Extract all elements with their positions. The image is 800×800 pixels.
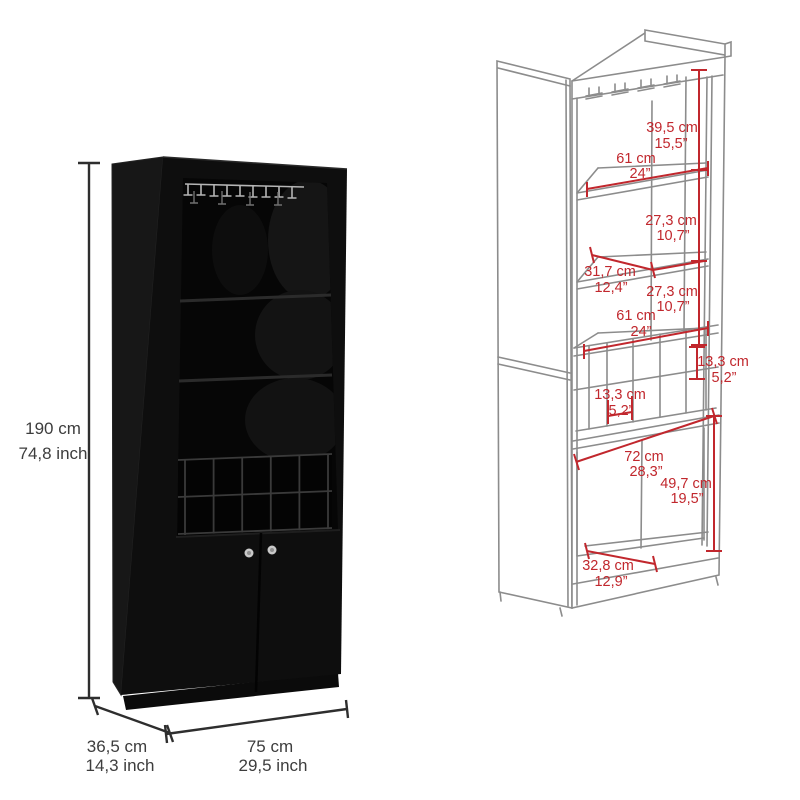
depth-label-inch: 14,3 inch xyxy=(86,756,155,775)
wireframe-lower-cabinet xyxy=(499,414,720,617)
shelf-depth-inch: 12,4” xyxy=(594,280,627,296)
third-section-height-inch: 10,7” xyxy=(656,299,689,315)
cabinet-top-edge xyxy=(162,156,348,170)
lower-cabinet-depth-cm: 32,8 cm xyxy=(582,558,634,574)
black-cabinet-illustration xyxy=(111,156,348,710)
wireframe-cabinet-diagram xyxy=(496,29,732,617)
lower-shelf-width-inch: 24” xyxy=(631,324,652,340)
overall-dimension-lines xyxy=(78,161,350,744)
lower-cabinet-depth-inch: 12,9” xyxy=(594,574,627,590)
wireframe-cubby-shelf xyxy=(573,324,719,357)
top-section-height-inch: 15,5” xyxy=(654,136,687,152)
shelf-depth-cm: 31,7 cm xyxy=(584,264,636,280)
cubby-height-inch: 5,2” xyxy=(712,370,737,386)
upper-shelf-width-cm: 61 cm xyxy=(616,151,656,167)
top-section-height-cm: 39,5 cm xyxy=(646,120,698,136)
stemware-rack xyxy=(183,183,305,206)
lower-cabinet-width-inch: 28,3” xyxy=(629,464,662,480)
cubby-width-inch: 5,2” xyxy=(609,403,634,419)
third-section-height-cm: 27,3 cm xyxy=(646,284,698,300)
second-section-height-inch: 10,7” xyxy=(656,228,689,244)
cubby-width-cm: 13,3 cm xyxy=(594,387,646,403)
wine-cubby-grid xyxy=(177,453,333,536)
internal-dimension-labels: 39,5 cm 15,5” 61 cm 24” 27,3 cm 10,7” 31… xyxy=(582,120,749,590)
lower-cabinet-height-inch: 19,5” xyxy=(670,491,703,507)
height-label-inch: 74,8 inch xyxy=(19,444,88,463)
wireframe-side-panel xyxy=(496,59,573,609)
lower-cabinet-height-cm: 49,7 cm xyxy=(660,476,712,492)
wireframe-gallery-rail xyxy=(644,29,726,56)
lower-cabinet-width-cm: 72 cm xyxy=(624,449,664,465)
height-label-cm: 190 cm xyxy=(25,419,81,438)
wireframe-stemware-rack xyxy=(585,74,681,100)
wireframe-shelf-upper xyxy=(576,162,709,201)
width-label-cm: 75 cm xyxy=(247,737,293,756)
second-section-height-cm: 27,3 cm xyxy=(645,213,697,229)
cubby-height-cm: 13,3 cm xyxy=(697,354,749,370)
lower-shelf-width-cm: 61 cm xyxy=(616,308,656,324)
upper-shelf-width-inch: 24” xyxy=(630,166,651,182)
door-gap xyxy=(254,532,263,693)
internal-dimension-lines xyxy=(573,69,722,573)
overall-dimension-labels: 190 cm 74,8 inch 36,5 cm 14,3 inch 75 cm… xyxy=(19,419,308,775)
cabinet-doors xyxy=(175,529,341,693)
depth-label-cm: 36,5 cm xyxy=(87,737,147,756)
cabinet-base xyxy=(123,673,339,710)
width-label-inch: 29,5 inch xyxy=(239,756,308,775)
